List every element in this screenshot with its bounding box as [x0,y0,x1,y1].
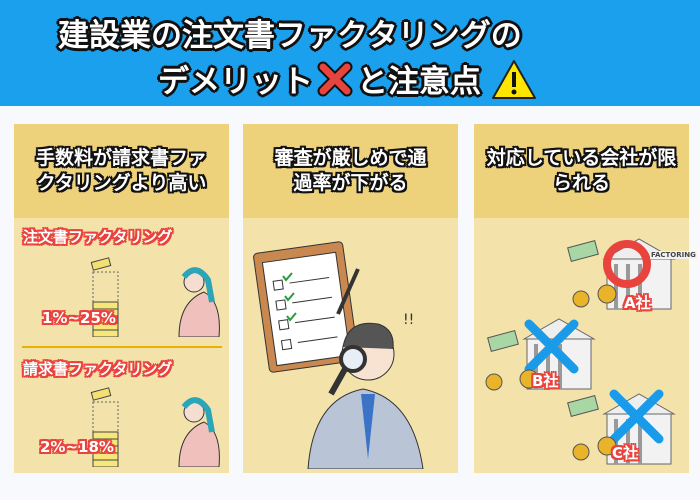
ok-circle-icon [603,240,651,288]
ng-cross-icon [524,319,579,374]
panel-fee-header: 手数料が請求書ファクタリングより高い [14,124,229,218]
fee-stack-illustration [90,387,220,467]
section-divider [22,346,222,348]
fee-stack-illustration [90,257,220,337]
title-caution: と注意点 [357,64,481,100]
companies-illustration [485,238,676,465]
company-c-label: C社 [612,444,639,462]
panel-screening-header: 審査が厳しめで通過率が下がる [243,124,458,218]
company-b-label: B社 [532,372,559,390]
invoice-fee-range: 2%~18% [40,438,114,456]
red-x-icon [317,61,353,96]
order-fee-range: 1%~25% [42,309,116,327]
warning-icon [492,59,536,99]
company-a-label: A社 [624,294,651,312]
svg-text:!!: !! [403,312,414,328]
coin-stack-icon [572,290,590,308]
invoice-factoring-label: 請求書ファクタリング [23,360,173,378]
panel-companies-title: 対応している会社が限られる [486,147,677,194]
order-factoring-label: 注文書ファクタリング [23,228,173,246]
title-demerit: デメリット [158,64,313,100]
panel-fee: 手数料が請求書ファクタリングより高い 注文書ファクタリング 1%~25% 請求書… [14,124,229,473]
panel-screening-title: 審査が厳しめで通過率が下がる [274,147,427,194]
panel-companies-header: 対応している会社が限られる [474,124,689,218]
building-sign: FACTORING [650,251,697,259]
panel-companies: 対応している会社が限られる FACTORING A社 B社 C社 [474,124,697,473]
header-banner: 建設業の注文書ファクタリングの デメリット と注意点 [0,0,700,106]
panel-screening: 審査が厳しめで通過率が下がる !! [243,124,458,473]
title-line-1: 建設業の注文書ファクタリングの [58,18,522,54]
banknote-icon [567,240,599,262]
ng-cross-icon [609,389,664,444]
money-bag-icon [597,284,617,304]
title-line-2: デメリット と注意点 [158,56,537,101]
businessman-clipboard-illustration: !! [253,241,424,469]
panel-fee-title: 手数料が請求書ファクタリングより高い [35,147,207,194]
